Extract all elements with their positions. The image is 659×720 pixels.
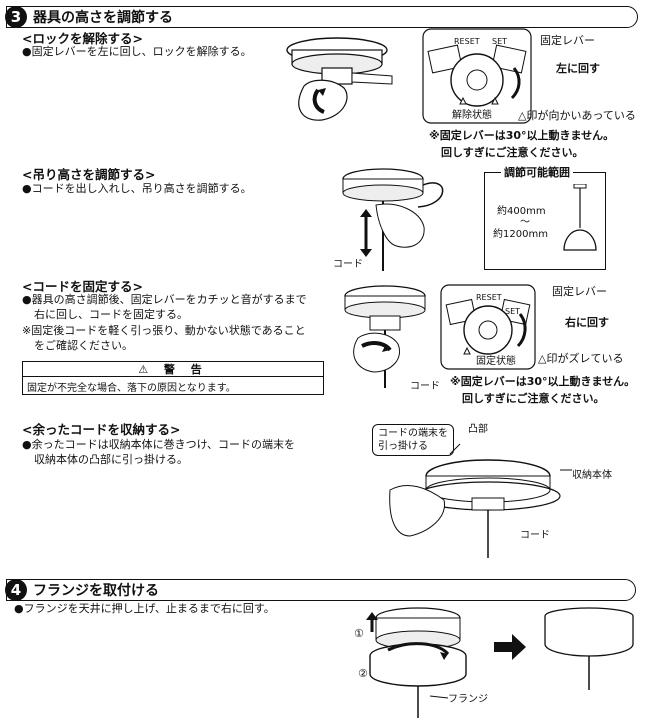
fix-reset-label: RESET (476, 293, 502, 302)
lock-turn-label: 左に回す (556, 62, 600, 75)
flange-label: フランジ (448, 694, 488, 705)
height-heading: <吊り高さを調節する> (22, 167, 156, 182)
store-end-callout (372, 424, 454, 456)
store-end-label-1: コードの端末を (378, 428, 448, 439)
fix-note-1: ※固定レバーは30°以上動きません。 (450, 375, 636, 388)
flange-install-illustration (366, 607, 467, 718)
store-heading: <余ったコードを収納する> (22, 422, 181, 437)
fix-state-label: 固定状態 (476, 356, 516, 367)
lock-detail-box (422, 28, 532, 124)
store-text-1: ●余ったコードは収納本体に巻きつけ、コードの端末を (22, 438, 296, 451)
lock-marks-label: △印が向かいあっている (518, 109, 636, 122)
fix-text-1: ●器具の高さ調節後、固定レバーをカチッと音がするまで (22, 293, 307, 306)
fix-turn-label: 右に回す (565, 316, 609, 329)
section-4-text: ●フランジを天井に押し上げ、止まるまで右に回す。 (14, 602, 275, 615)
fix-cord-label: コード (410, 381, 440, 392)
height-range-min: 約400mm (497, 206, 546, 217)
lock-text: ●固定レバーを左に回し、ロックを解除する。 (22, 45, 252, 58)
warning-title: ⚠ 警 告 (23, 362, 323, 377)
lock-reset-label: RESET (454, 37, 480, 46)
section-4-title: フランジを取付ける (33, 583, 159, 599)
section-4-header: 4 フランジを取付ける (5, 579, 636, 601)
height-cord-label: コード (333, 259, 363, 270)
flange-installed-illustration (544, 607, 634, 690)
fix-marks-label: △印がズレている (538, 352, 624, 365)
lock-set-label: SET (492, 37, 508, 46)
lock-note-2: 回しすぎにご注意ください。 (441, 146, 584, 159)
fix-text-4: をご確認ください。 (34, 339, 133, 352)
store-cord-illustration (389, 443, 572, 558)
lock-heading: <ロックを解除する> (22, 31, 143, 46)
lock-note-1: ※固定レバーは30°以上動きません。 (429, 129, 615, 142)
height-text: ●コードを出し入れし、吊り高さを調節する。 (22, 182, 252, 195)
flange-step-2: ② (358, 667, 368, 680)
fix-note-2: 回しすぎにご注意ください。 (462, 392, 605, 405)
lock-release-illustration (286, 37, 393, 121)
pendant-lamp-icon (563, 184, 597, 251)
height-range-max: 約1200mm (493, 229, 548, 240)
fix-lever-label: 固定レバー (552, 285, 607, 298)
fix-heading: <コードを固定する> (22, 279, 143, 294)
store-boss-label: 凸部 (468, 424, 488, 435)
fix-illustration (344, 285, 426, 388)
fix-set-label: SET (505, 307, 521, 316)
height-range-tilde: 〜 (520, 217, 530, 228)
fix-text-3: ※固定後コードを軽く引っ張り、動かない状態であること (22, 324, 306, 337)
warning-text: 固定が不完全な場合、落下の原因となります。 (27, 383, 236, 394)
height-adjust-illustration (342, 168, 444, 271)
store-end-label-2: 引っ掛ける (378, 441, 428, 452)
section-4-number: 4 (5, 579, 27, 601)
store-body-label: 収納本体 (572, 470, 612, 481)
fix-text-2: 右に回し、コードを固定する。 (34, 308, 188, 321)
section-3-number: 3 (5, 6, 27, 28)
section-3-title: 器具の高さを調節する (33, 10, 173, 26)
lock-state-label: 解除状態 (452, 110, 492, 121)
section-3-header: 3 器具の高さを調節する (5, 6, 638, 28)
fix-detail-box (440, 284, 536, 370)
right-arrow-icon (494, 634, 526, 660)
store-cord-label: コード (520, 530, 550, 541)
store-text-2: 収納本体の凸部に引っ掛ける。 (34, 453, 188, 466)
lock-lever-label: 固定レバー (540, 34, 595, 47)
height-range-title: 調節可能範囲 (501, 166, 573, 179)
flange-step-1: ① (354, 627, 364, 640)
warning-box: ⚠ 警 告 固定が不完全な場合、落下の原因となります。 (22, 361, 324, 395)
